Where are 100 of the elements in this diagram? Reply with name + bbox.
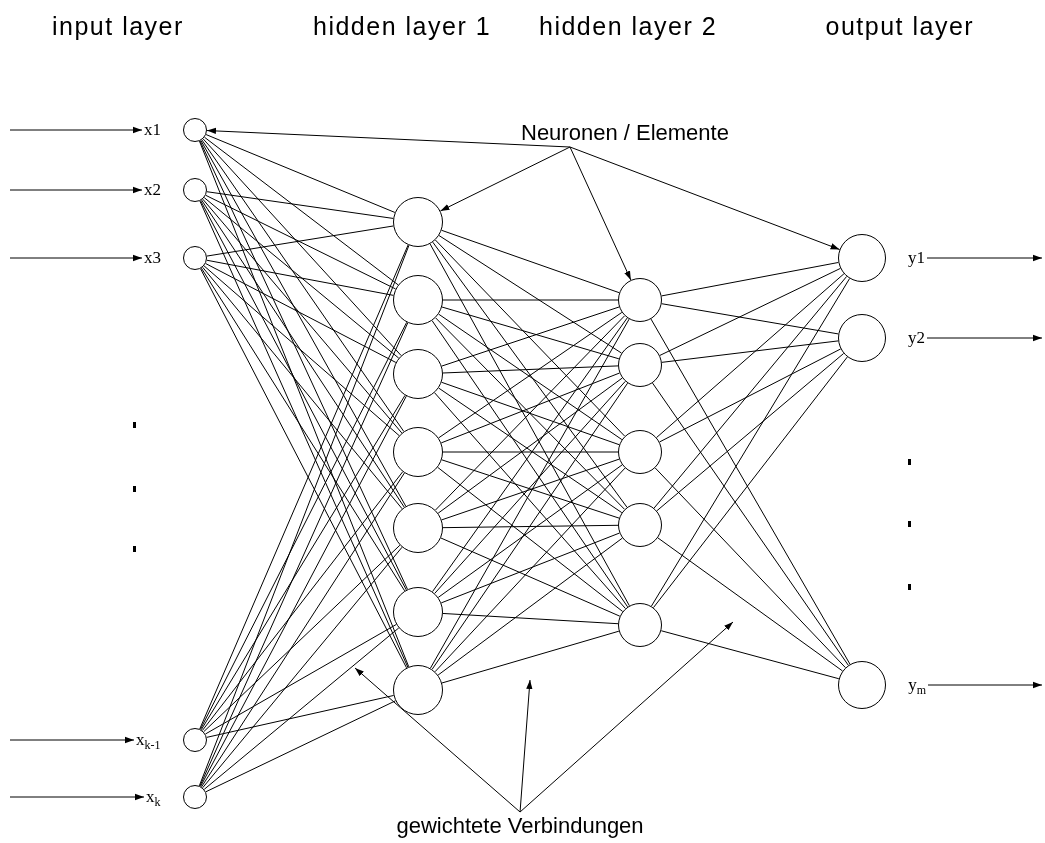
neuron-circle [618, 343, 662, 387]
input-label: x1 [144, 120, 161, 140]
leader-arrow [569, 146, 632, 281]
connection-line [440, 537, 621, 617]
input-label: x$_{k-1}$ [136, 730, 161, 755]
neuron-circle [393, 665, 443, 715]
connection-line [442, 451, 619, 453]
connection-line [442, 524, 619, 529]
neuron-circle [393, 587, 443, 637]
connection-line [202, 546, 403, 789]
layer-heading: output layer [825, 12, 975, 41]
connection-line [202, 266, 403, 510]
neuron-circle [393, 503, 443, 553]
connection-line [201, 139, 405, 432]
connection-line [432, 241, 628, 508]
connection-line [202, 198, 403, 434]
output-label: y$_{m}$ [908, 675, 926, 700]
connection-line [656, 273, 845, 438]
connection-line [203, 265, 400, 437]
connection-line [654, 467, 846, 669]
connection-line [431, 382, 629, 670]
connection-line [201, 199, 405, 508]
connection-line [652, 356, 848, 609]
connection-line [657, 537, 844, 672]
connection-line [201, 471, 404, 731]
arrow [9, 254, 143, 262]
connection-line [440, 532, 620, 604]
arrow [9, 736, 135, 744]
neuron-circle [393, 349, 443, 399]
connection-line [200, 139, 407, 507]
connection-line [205, 263, 397, 363]
connection-line [429, 318, 630, 669]
connection-line [200, 268, 408, 669]
neuron-circle [618, 278, 662, 322]
neuron-circle [618, 503, 662, 547]
neuron-circle [393, 197, 443, 247]
arrow [926, 334, 1043, 342]
connection-line [661, 303, 839, 335]
connection-line [203, 197, 400, 359]
connection-line [205, 134, 396, 213]
connection-line [659, 348, 842, 443]
connection-line [442, 612, 619, 625]
arrow [9, 793, 145, 801]
connection-line [661, 340, 839, 363]
neuron-circle [393, 427, 443, 477]
connection-line [441, 229, 620, 294]
connection-line [203, 544, 401, 733]
connection-line [204, 623, 397, 735]
arrow [926, 254, 1043, 262]
connection-line [442, 299, 619, 301]
input-label: x$_{k}$ [146, 787, 161, 812]
annotation-text: Neuronen / Elemente [521, 119, 729, 147]
arrow [9, 126, 143, 134]
connection-line [652, 382, 849, 666]
leader-arrow [519, 621, 734, 813]
connection-line [437, 537, 623, 676]
connection-line [442, 365, 619, 374]
output-label: y1 [908, 248, 925, 268]
annotation-text: gewichtete Verbindungen [396, 812, 644, 840]
connection-line [200, 267, 406, 592]
neuron-circle [393, 275, 443, 325]
input-label: x2 [144, 180, 161, 200]
connection-line [204, 136, 399, 286]
connection-line [441, 630, 620, 684]
connection-line [653, 275, 848, 509]
connection-line [203, 627, 400, 790]
leader-arrow [439, 146, 571, 212]
leader-arrow [519, 679, 533, 813]
connection-line [206, 225, 394, 257]
connection-line [202, 138, 402, 357]
leader-arrow [206, 127, 571, 148]
output-label: y2 [908, 328, 925, 348]
connection-line [434, 239, 626, 437]
layer-heading: hidden layer 1 [313, 12, 492, 41]
connection-line [206, 259, 394, 296]
connection-line [659, 267, 841, 356]
connection-line [661, 261, 839, 297]
connection-line [650, 318, 851, 665]
connection-line [438, 235, 622, 354]
leader-arrow [569, 146, 841, 250]
connection-line [429, 243, 630, 607]
connection-line [660, 630, 840, 680]
layer-heading: input layer [52, 12, 184, 41]
neuron-circle [618, 603, 662, 647]
arrow [9, 186, 143, 194]
connection-line [201, 472, 405, 788]
connection-line [434, 467, 626, 673]
input-label: x3 [144, 248, 161, 268]
connection-line [206, 694, 395, 738]
connection-line [441, 381, 620, 446]
connection-line [205, 700, 396, 793]
layer-heading: hidden layer 2 [539, 12, 718, 41]
connection-line [656, 352, 845, 512]
leader-arrow [354, 667, 521, 813]
connection-line [206, 191, 394, 219]
arrow [927, 681, 1043, 689]
connection-line [205, 194, 397, 290]
connection-line [440, 372, 620, 444]
connection-line [650, 278, 851, 607]
neuron-circle [618, 430, 662, 474]
